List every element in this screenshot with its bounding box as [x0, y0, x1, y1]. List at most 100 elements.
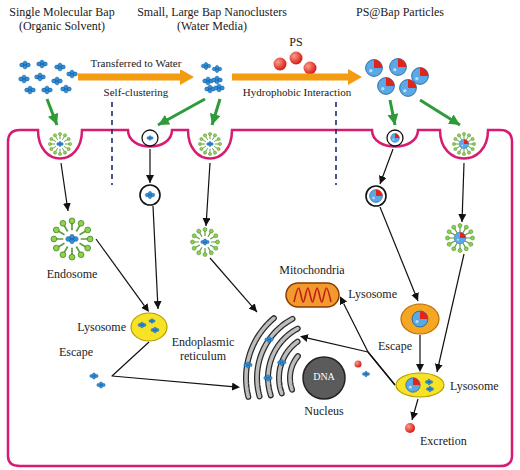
- edge-label: Hydrophobic Interaction: [242, 86, 352, 99]
- uptake-arrow: [158, 99, 205, 125]
- nanocluster-group-shape: [194, 58, 232, 96]
- ps-bap-particle: [400, 80, 417, 97]
- vesicle: [142, 130, 158, 146]
- transport-arrow: [380, 207, 418, 301]
- uptake-arrow: [390, 100, 395, 125]
- edge-label: Transferred to Water: [90, 57, 183, 70]
- cristae: [294, 288, 331, 302]
- transport-arrow: [437, 254, 464, 372]
- heading-label: Single Molecular Bap (Organic Solvent): [2, 5, 122, 33]
- bap-molecule: [244, 362, 253, 368]
- transport-arrow: [419, 335, 420, 364]
- bap-molecule: [61, 85, 72, 93]
- nucleus-shape: [303, 357, 345, 399]
- material-label: PS: [289, 35, 302, 49]
- uptake-arrow: [212, 99, 220, 125]
- process-label: Self-clustering: [104, 86, 169, 99]
- molecule-group: Single Molecular Bap (Organic Solvent): [16, 58, 78, 96]
- er-cisterna: [279, 342, 298, 394]
- lysosome-shape: [396, 373, 444, 397]
- uptake-arrows: [47, 99, 460, 125]
- ps-bap-particle: [366, 60, 383, 77]
- edge-label: Escape: [377, 339, 413, 353]
- lysosome-shape: [395, 372, 445, 398]
- lysosome-shape: [131, 313, 167, 341]
- uptake-arrow: [47, 99, 57, 125]
- bap-molecule: [147, 136, 154, 141]
- bap-molecule: [19, 75, 30, 83]
- transport-arrow: [153, 206, 158, 309]
- bap-molecule: [212, 66, 222, 73]
- particle-group: PS@Bap Particles: [362, 56, 432, 98]
- bap-molecule: [201, 63, 211, 70]
- transport-arrow: [61, 163, 68, 211]
- bap-molecule: [67, 70, 78, 78]
- lysosome: Lysosome: [400, 303, 440, 335]
- ps-sphere: [355, 361, 362, 368]
- bap-molecule: [90, 373, 99, 379]
- particle-group-shape: [362, 56, 432, 98]
- cell-membrane: [8, 130, 512, 466]
- mitochondrion-shape: [285, 282, 340, 308]
- bap-molecule: [52, 77, 63, 85]
- bap-molecule: [35, 73, 46, 81]
- ps-sphere: [274, 58, 287, 71]
- ps-bap-particle: [390, 59, 407, 76]
- lysosome: Lysosome: [130, 312, 168, 342]
- transport-arrow: [206, 163, 210, 226]
- ps-sphere: [304, 62, 317, 75]
- organelle-label: Lysosome: [77, 320, 126, 334]
- transport-arrow: [380, 149, 393, 184]
- edge-label: Escape: [58, 345, 94, 359]
- er-cisterna: [246, 318, 274, 397]
- transport-arrow: [412, 399, 418, 420]
- bap-molecule: [265, 337, 274, 343]
- nanocluster-group: Small, Large Bap Nanoclusters (Water Med…: [194, 58, 232, 96]
- bap-molecule: [151, 327, 159, 333]
- transport-arrow: [210, 258, 257, 312]
- bap-molecule: [264, 375, 273, 381]
- micelle: [198, 132, 221, 155]
- transport-arrow: [149, 149, 150, 183]
- bap-molecule: [426, 386, 434, 391]
- micelle: [446, 224, 475, 253]
- ps-bap-particle: [391, 134, 400, 143]
- bap-molecule: [37, 60, 48, 68]
- endosome: Endosome: [48, 215, 96, 263]
- micelle: [191, 228, 220, 257]
- heading-label: Small, Large Bap Nanoclusters (Water Med…: [127, 5, 297, 33]
- bap-molecule: [20, 61, 31, 69]
- organelle-label: Endoplasmic reticulum: [168, 335, 238, 363]
- molecule-group-shape: [16, 58, 78, 96]
- endosome-shape: [48, 215, 96, 263]
- organelle-label: Endosome: [47, 267, 98, 281]
- lysosome: Lysosome: [395, 372, 445, 398]
- mitochondrion: Mitochondria: [285, 282, 340, 308]
- organelle-label: Lysosome: [348, 287, 397, 301]
- ps-sphere: [290, 52, 303, 65]
- process-arrow: [78, 74, 180, 81]
- heading-label: PS@Bap Particles: [335, 5, 465, 19]
- transport-arrow: [96, 239, 144, 306]
- er-cisterna: [279, 342, 298, 394]
- bap-molecule: [277, 360, 286, 366]
- micelle: [51, 218, 93, 260]
- bap-molecule: [97, 382, 106, 388]
- uptake-arrow: [420, 100, 460, 125]
- ps-bap-particle: [370, 190, 383, 203]
- er-cisterna: [246, 318, 274, 397]
- organelle-label: Lysosome: [450, 379, 499, 393]
- bap-molecule: [149, 319, 156, 324]
- organelle-label: Mitochondria: [279, 263, 344, 277]
- endoplasmic-reticulum: Endoplasmic reticulum: [240, 315, 300, 400]
- bap-molecule: [145, 192, 155, 199]
- ps-sphere: [405, 423, 415, 433]
- organelle-label: DNA: [313, 371, 335, 383]
- bap-molecule: [138, 322, 146, 328]
- bap-molecule: [425, 379, 433, 384]
- ps-bap-particle: [378, 78, 395, 95]
- bap-molecule: [42, 86, 53, 94]
